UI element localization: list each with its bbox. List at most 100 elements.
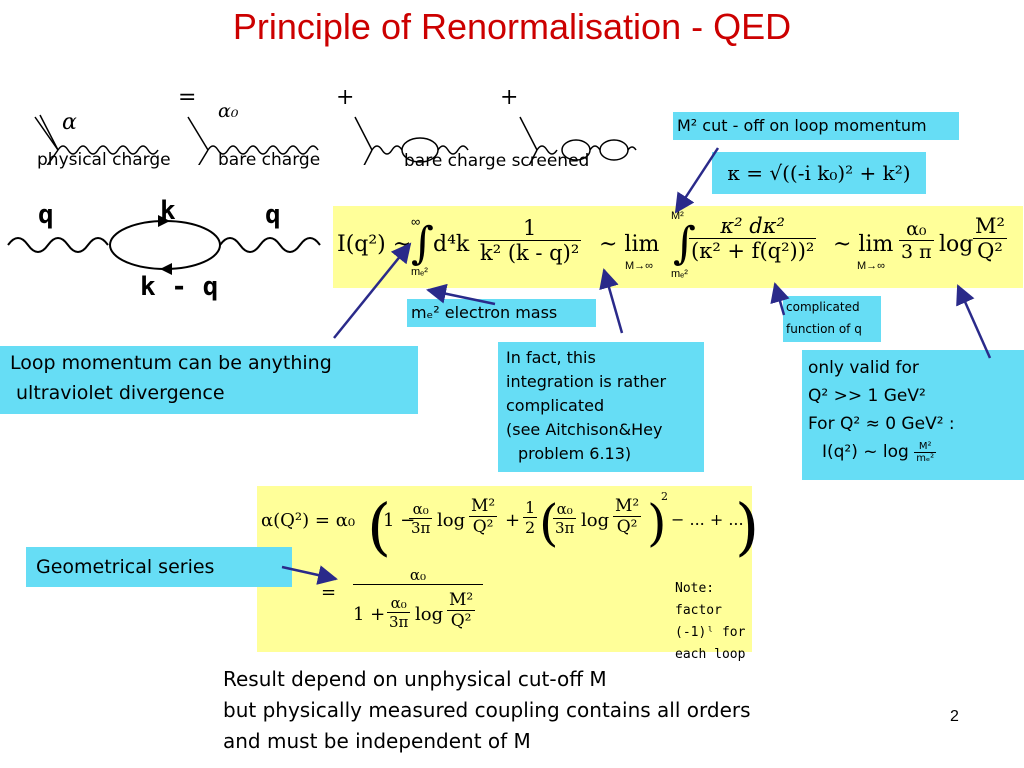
loop-box-line-1: Loop momentum can be anything bbox=[10, 352, 332, 374]
valid-line-1: only valid for bbox=[808, 358, 919, 378]
result-line-1: Result depend on unphysical cut-off M bbox=[223, 667, 607, 691]
main-integral-box: I(q²) ~ ∞ ∫ mₑ² d⁴k 1 k² (k - q)² ~ lim … bbox=[333, 206, 1023, 288]
final-numerator: α₀ bbox=[353, 566, 483, 585]
result-line-3: and must be independent of M bbox=[223, 729, 531, 753]
note-line-3: each loop bbox=[675, 647, 746, 662]
complicated-function-note: complicated function of q bbox=[783, 296, 881, 342]
fact-line-2: integration is rather bbox=[506, 372, 667, 391]
fraction-2-den: (κ² + f(q²))² bbox=[691, 239, 815, 263]
series-tail: − ... + ... bbox=[671, 510, 744, 529]
series-frac-half: 1 2 bbox=[523, 498, 538, 537]
cutoff-box: M² cut - off on loop momentum bbox=[673, 112, 959, 140]
valid-fraction-den: mₑ² bbox=[916, 452, 935, 464]
final-log: log bbox=[415, 604, 444, 625]
integrand: d⁴k bbox=[433, 232, 470, 257]
loop-k-label: k bbox=[160, 196, 176, 226]
integral-upper-limit: ∞ bbox=[411, 214, 421, 229]
series-lhs: α(Q²) = α₀ bbox=[261, 510, 356, 531]
series-half-den: 2 bbox=[525, 518, 536, 537]
log-text: log bbox=[939, 232, 974, 257]
integral-2-lower: mₑ² bbox=[671, 268, 688, 280]
left-paren: ( bbox=[367, 490, 392, 563]
series-square: 2 bbox=[661, 490, 668, 503]
fact-line-3: complicated bbox=[506, 396, 605, 415]
fraction-4-num: M² bbox=[973, 214, 1007, 239]
arrow-valid bbox=[956, 284, 992, 359]
valid-line-2: Q² >> 1 GeV² bbox=[808, 386, 926, 406]
valid-fraction: M² mₑ² bbox=[914, 441, 937, 464]
inner-left-paren: ( bbox=[539, 494, 559, 552]
series-frac-a-num: α₀ bbox=[409, 500, 433, 519]
valid-line-3: For Q² ≈ 0 GeV² : bbox=[808, 414, 955, 434]
final-frac-a-den: 3π bbox=[389, 613, 409, 631]
lim-subscript-2: M→∞ bbox=[857, 260, 886, 272]
in-fact-box: In fact, this integration is rather comp… bbox=[498, 342, 704, 472]
sim-lim-1: ~ lim bbox=[599, 232, 660, 257]
series-box: α(Q²) = α₀ ( 1 − α₀ 3π log M² Q² + 1 2 (… bbox=[257, 486, 759, 662]
final-frac-a-num: α₀ bbox=[387, 594, 411, 613]
fraction-3-num: α₀ bbox=[899, 218, 934, 241]
series-log-2: log bbox=[581, 510, 610, 531]
loop-factor-note: Note: factor (-1)ˡ for each loop bbox=[675, 578, 752, 666]
electron-mass-box: mₑ² electron mass bbox=[407, 299, 596, 327]
series-frac-m2: M² Q² bbox=[613, 496, 642, 537]
fraction-3: α₀ 3 π bbox=[899, 218, 934, 263]
slide-title: Principle of Renormalisation - QED bbox=[232, 6, 792, 47]
fraction-3-den: 3 π bbox=[901, 241, 932, 263]
equals-sign: = bbox=[178, 85, 197, 110]
page-number: 2 bbox=[950, 708, 959, 725]
valid-line-4: I(q²) ~ log M² mₑ² bbox=[808, 438, 1024, 466]
final-frac-a: α₀ 3π bbox=[387, 594, 411, 631]
note-line-1: Note: bbox=[675, 581, 715, 596]
fraction-4-den: Q² bbox=[977, 239, 1003, 263]
valid-fraction-num: M² bbox=[914, 441, 937, 453]
integral-sign-2: ∫ bbox=[673, 218, 696, 269]
fraction-1: 1 k² (k - q)² bbox=[478, 216, 582, 265]
fraction-2-num: κ² dκ² bbox=[689, 214, 817, 239]
kappa-box: κ = √((-i k₀)² + k²) bbox=[712, 152, 926, 194]
fraction-2: κ² dκ² (κ² + f(q²))² bbox=[689, 214, 817, 263]
integral-sign: ∫ bbox=[411, 218, 434, 269]
vertex-diagrams bbox=[34, 114, 637, 165]
complicated-line-2: function of q bbox=[786, 322, 862, 336]
series-frac-b-den: 3π bbox=[555, 519, 575, 537]
series-frac-b-num: α₀ bbox=[553, 500, 577, 519]
note-line-2: factor (-1)ˡ for bbox=[675, 603, 746, 640]
geometric-series-box: Geometrical series bbox=[26, 547, 292, 587]
right-paren: ) bbox=[735, 490, 760, 563]
fraction-4: M² Q² bbox=[973, 214, 1007, 263]
plus-sign: + bbox=[500, 85, 519, 110]
valid-range-box: only valid for Q² >> 1 GeV² For Q² ≈ 0 G… bbox=[802, 350, 1024, 480]
final-frac-m-num: M² bbox=[447, 590, 476, 611]
inner-right-paren: ) bbox=[647, 494, 667, 552]
fact-line-4: (see Aitchison&Hey bbox=[506, 420, 663, 439]
loop-box-line-2: ultraviolet divergence bbox=[16, 382, 225, 404]
loop-q-right: q bbox=[265, 200, 281, 230]
loop-diagram bbox=[7, 215, 321, 275]
valid-line-4-text: I(q²) ~ log bbox=[822, 442, 909, 462]
loop-q-left: q bbox=[38, 200, 54, 230]
series-frac-b: α₀ 3π bbox=[553, 500, 577, 537]
series-term1: 1 − bbox=[383, 510, 416, 531]
series-frac-m: M² Q² bbox=[469, 496, 498, 537]
series-frac-a-den: 3π bbox=[411, 519, 431, 537]
bare-charge-label: bare charge bbox=[218, 150, 321, 170]
alpha0-symbol: α₀ bbox=[218, 100, 239, 122]
sim-lim-2: ~ lim bbox=[833, 232, 894, 257]
bare-charge-screened-label: bare charge screened bbox=[404, 151, 590, 171]
series-frac-m-num: M² bbox=[469, 496, 498, 517]
integral-lower-limit: mₑ² bbox=[411, 266, 428, 278]
alpha-symbol: α bbox=[62, 110, 77, 135]
fact-line-1: In fact, this bbox=[506, 348, 596, 367]
plus-sign: + bbox=[336, 85, 355, 110]
fact-line-5: problem 6.13) bbox=[518, 444, 632, 463]
loop-kq-label: k - q bbox=[140, 272, 219, 302]
result-text: Result depend on unphysical cut-off M bu… bbox=[223, 664, 751, 757]
loop-momentum-box: Loop momentum can be anything ultraviole… bbox=[0, 346, 418, 414]
final-frac-m: M² Q² bbox=[447, 590, 476, 631]
complicated-line-1: complicated bbox=[786, 300, 860, 314]
series-log-1: log bbox=[437, 510, 466, 531]
fraction-1-num: 1 bbox=[478, 216, 582, 241]
series-half-num: 1 bbox=[523, 498, 538, 518]
final-den-prefix: 1 + bbox=[353, 604, 386, 625]
